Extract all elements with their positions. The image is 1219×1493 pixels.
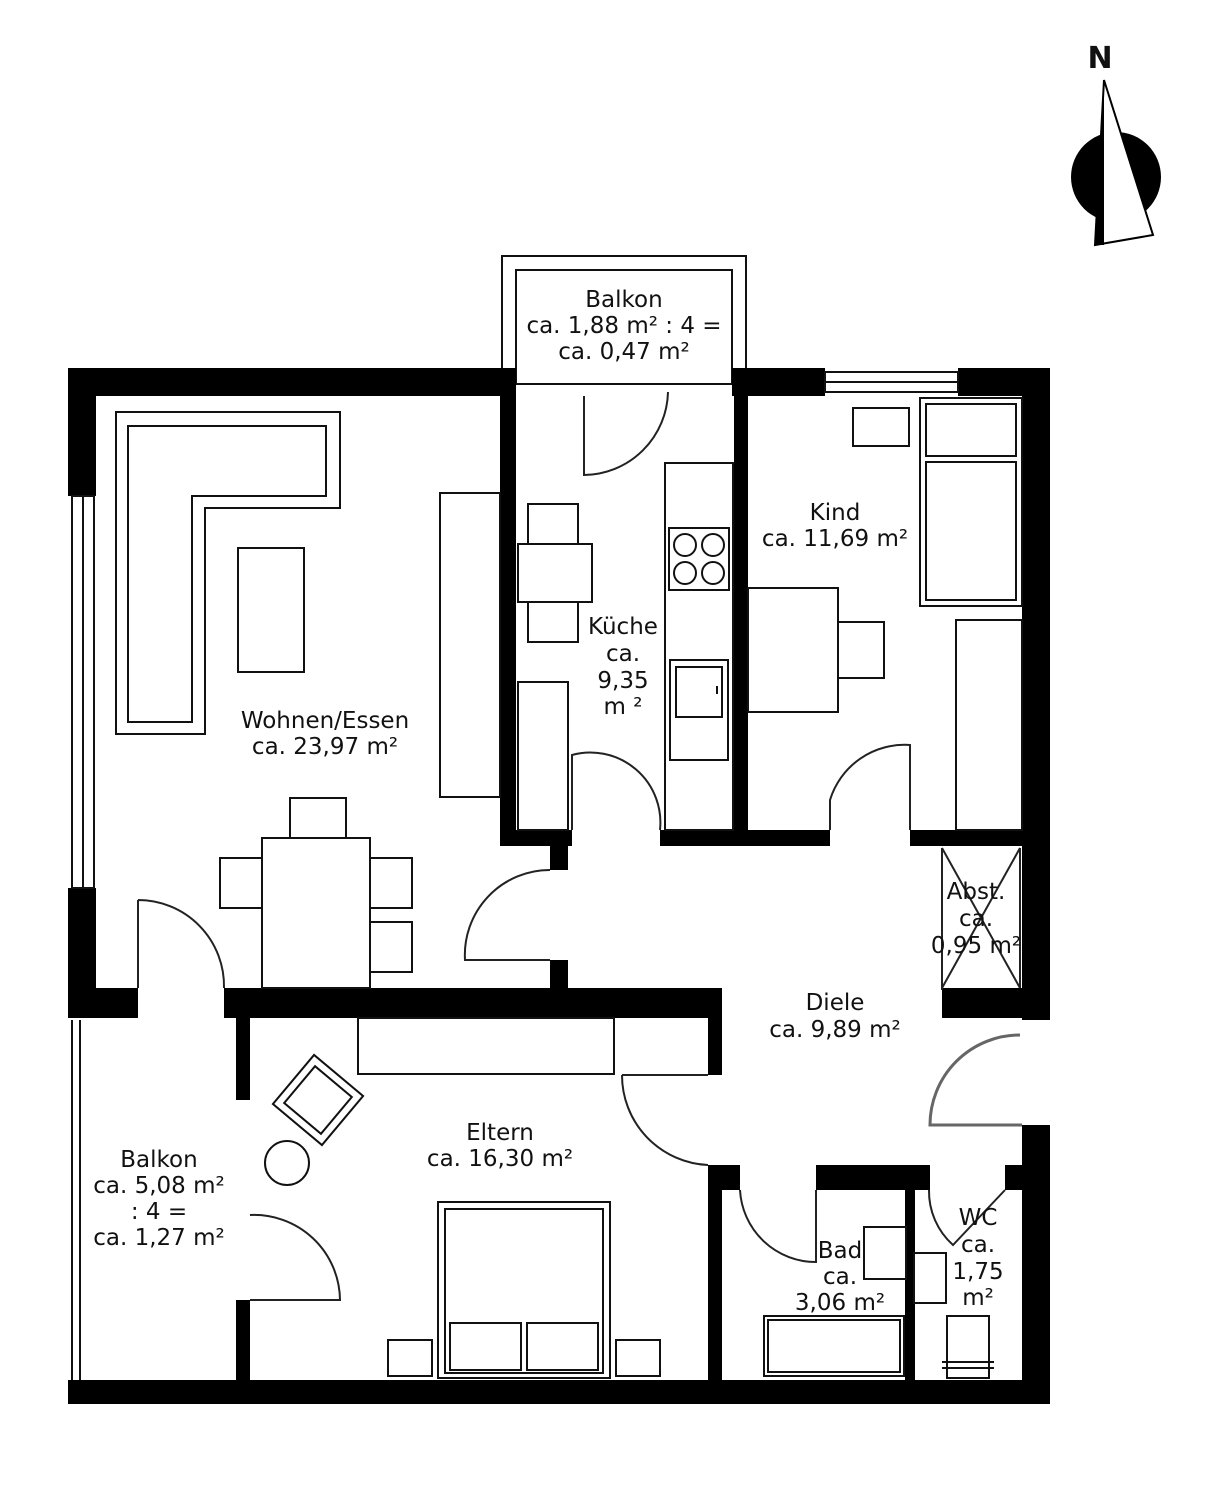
svg-text:Kind: Kind [810, 500, 861, 526]
north-arrow-icon: N [1071, 41, 1161, 247]
svg-text:ca. 16,30 m²: ca. 16,30 m² [427, 1146, 573, 1172]
room-label-kueche: Küche ca. 9,35 m ² [588, 614, 658, 720]
svg-text:3,06 m²: 3,06 m² [795, 1290, 885, 1316]
svg-text:Wohnen/Essen: Wohnen/Essen [241, 708, 409, 734]
svg-text:m²: m² [962, 1285, 994, 1311]
furniture [115, 397, 1023, 1379]
svg-text:ca. 1,27 m²: ca. 1,27 m² [93, 1225, 225, 1251]
svg-text:Abst.: Abst. [947, 879, 1006, 905]
svg-text:ca. 5,08 m²: ca. 5,08 m² [93, 1173, 225, 1199]
room-label-diele: Diele ca. 9,89 m² [769, 990, 901, 1043]
svg-text:ca. 23,97 m²: ca. 23,97 m² [252, 734, 398, 760]
svg-text:Bad: Bad [818, 1238, 862, 1264]
windows [71, 371, 959, 1380]
svg-text:Balkon: Balkon [120, 1147, 197, 1173]
svg-text:Balkon: Balkon [585, 287, 662, 313]
svg-text:ca.: ca. [606, 641, 640, 667]
svg-text:: 4 =: : 4 = [131, 1199, 187, 1225]
room-label-bad: Bad ca. 3,06 m² [795, 1238, 885, 1316]
room-label-balkon-left: Balkon ca. 5,08 m² : 4 = ca. 1,27 m² [93, 1147, 225, 1251]
svg-text:ca.: ca. [961, 1232, 995, 1258]
svg-text:ca.: ca. [823, 1264, 857, 1290]
svg-text:ca. 11,69 m²: ca. 11,69 m² [762, 526, 908, 552]
svg-text:Küche: Küche [588, 614, 658, 640]
room-label-kind: Kind ca. 11,69 m² [762, 500, 908, 552]
room-label-wohnen: Wohnen/Essen ca. 23,97 m² [241, 708, 409, 760]
svg-text:Eltern: Eltern [466, 1120, 534, 1146]
svg-text:0,95 m²: 0,95 m² [931, 933, 1021, 959]
svg-text:ca.: ca. [959, 906, 993, 932]
walls [68, 368, 1050, 1404]
svg-text:Diele: Diele [806, 990, 865, 1016]
svg-text:WC: WC [959, 1205, 998, 1231]
svg-text:ca. 0,47 m²: ca. 0,47 m² [558, 339, 690, 365]
svg-text:ca. 1,88 m² : 4 =: ca. 1,88 m² : 4 = [526, 313, 721, 339]
room-label-eltern: Eltern ca. 16,30 m² [427, 1120, 573, 1172]
svg-text:m ²: m ² [604, 694, 643, 720]
room-label-abst: Abst. ca. 0,95 m² [931, 879, 1021, 959]
room-label-wc: WC ca. 1,75 m² [952, 1205, 1003, 1311]
room-label-balkon-top: Balkon ca. 1,88 m² : 4 = ca. 0,47 m² [526, 287, 721, 365]
svg-text:ca. 9,89 m²: ca. 9,89 m² [769, 1017, 901, 1043]
doors [137, 391, 1022, 1301]
svg-text:9,35: 9,35 [597, 668, 648, 694]
svg-text:1,75: 1,75 [952, 1259, 1003, 1285]
balcony-top [501, 255, 747, 385]
north-label: N [1087, 41, 1112, 76]
